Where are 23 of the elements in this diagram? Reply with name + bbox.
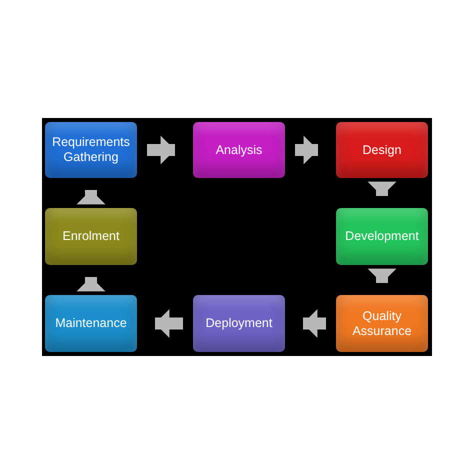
step-label: Maintenance (55, 316, 127, 331)
block-arrow (368, 182, 396, 196)
process-box (193, 295, 285, 352)
step-label: Enrolment (62, 229, 120, 244)
step-label: Analysis (216, 142, 262, 158)
block-arrow (147, 136, 175, 164)
process-box (45, 295, 137, 352)
process-box (336, 122, 428, 178)
block-arrow (76, 190, 106, 204)
process-box (336, 208, 428, 265)
step-label: Design (362, 142, 402, 158)
step-label: Requirements Gathering (51, 135, 131, 165)
process-box (45, 208, 137, 265)
process-box (45, 122, 137, 178)
step-label: Quality Assurance (351, 308, 413, 338)
step-label: Deployment (206, 316, 272, 331)
block-arrow (303, 309, 326, 338)
process-box (336, 295, 428, 352)
process-box (193, 122, 285, 178)
block-arrow (368, 268, 396, 283)
block-arrow (155, 309, 183, 338)
step-label: Development (345, 229, 419, 244)
block-arrow (295, 136, 318, 164)
